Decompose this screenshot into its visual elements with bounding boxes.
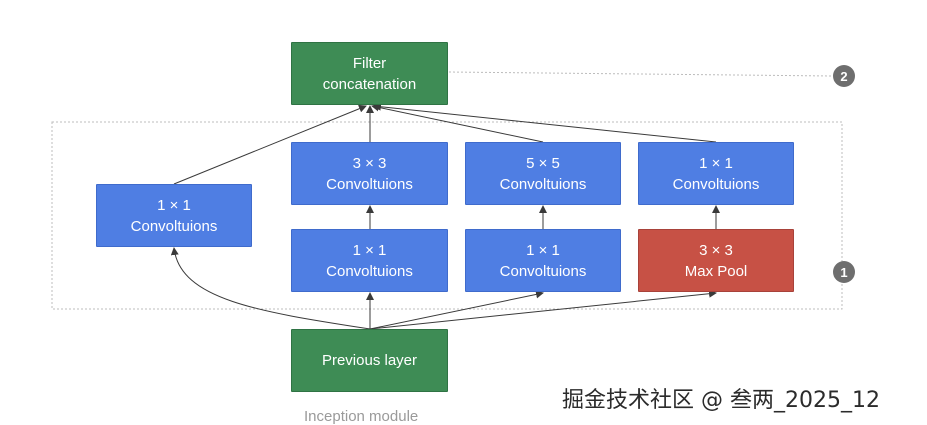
conv1x1-right-node: 1 × 1 Convoltuions <box>638 142 794 205</box>
badge-concat: 2 <box>833 65 855 87</box>
concat-leader-line <box>448 71 833 77</box>
edge-prev-to-conv1x1-left <box>170 247 371 330</box>
badge-module: 1 <box>833 261 855 283</box>
conv1x1-left-line2: Convoltuions <box>130 217 218 235</box>
edge-conv1x1-left-to-concat <box>173 104 367 185</box>
watermark-text: 掘金技术社区 @ 叁两_2025_12 <box>562 388 880 413</box>
conv1x1-reduce-a-node: 1 × 1 Convoltuions <box>291 229 448 292</box>
edge-prev-to-maxpool <box>369 289 717 330</box>
filter-concatenation-line2: concatenation <box>322 75 417 93</box>
conv3x3-node: 3 × 3 Convoltuions <box>291 142 448 205</box>
edge-conv5x5-to-concat <box>371 103 544 143</box>
filter-concatenation-node: Filter concatenation <box>291 42 448 105</box>
conv1x1-reduce-b-line2: Convoltuions <box>499 262 587 280</box>
conv1x1-reduce-a-line1: 1 × 1 <box>352 241 387 259</box>
conv3x3-line1: 3 × 3 <box>352 154 387 172</box>
conv5x5-line2: Convoltuions <box>499 175 587 193</box>
previous-layer-label: Previous layer <box>321 352 418 369</box>
filter-concatenation-line1: Filter <box>352 54 387 72</box>
conv1x1-reduce-b-node: 1 × 1 Convoltuions <box>465 229 621 292</box>
module-boundary <box>51 121 843 310</box>
conv1x1-left-line1: 1 × 1 <box>157 196 191 214</box>
edge-prev-to-reduce-b <box>369 290 544 330</box>
maxpool-line2: Max Pool <box>684 262 748 280</box>
maxpool-line1: 3 × 3 <box>699 241 733 259</box>
maxpool-node: 3 × 3 Max Pool <box>638 229 794 292</box>
conv1x1-left-node: 1 × 1 Convoltuions <box>96 184 252 247</box>
previous-layer-node: Previous layer <box>291 329 448 392</box>
conv3x3-line2: Convoltuions <box>326 175 413 193</box>
diagram-caption: Inception module <box>304 408 419 425</box>
conv1x1-reduce-a-line2: Convoltuions <box>326 262 413 280</box>
conv1x1-right-line1: 1 × 1 <box>699 154 733 172</box>
conv5x5-node: 5 × 5 Convoltuions <box>465 142 621 205</box>
edge-conv1x1-right-to-concat <box>373 102 717 143</box>
conv1x1-reduce-b-line1: 1 × 1 <box>526 241 560 259</box>
conv5x5-line1: 5 × 5 <box>526 154 560 172</box>
conv1x1-right-line2: Convoltuions <box>672 175 760 193</box>
